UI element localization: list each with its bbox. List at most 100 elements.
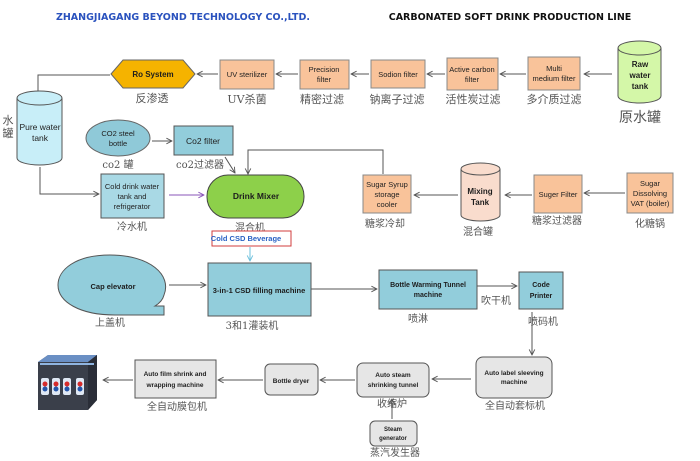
- svg-text:混合罐: 混合罐: [463, 225, 493, 238]
- sugar-syrup-storage-cooler: Sugar Syrup storage cooler 糖浆冷却: [362, 174, 412, 230]
- diagram-title: CARBONATED SOFT DRINK PRODUCTION LINE: [389, 12, 632, 23]
- svg-text:冷水机: 冷水机: [117, 220, 147, 233]
- mixing-tank: Mixing Tank 混合罐: [460, 162, 501, 238]
- svg-text:喷淋: 喷淋: [408, 312, 428, 325]
- svg-text:water: water: [629, 71, 651, 80]
- svg-text:Cap elevator: Cap elevator: [90, 282, 135, 291]
- sugar-filter: Suger Filter 糖浆过滤器: [532, 174, 583, 227]
- svg-text:Sodion filter: Sodion filter: [378, 70, 418, 79]
- svg-text:蒸汽发生器: 蒸汽发生器: [370, 446, 420, 459]
- ro-system: Ro System 反渗透: [110, 59, 196, 105]
- svg-text:3-in-1 CSD filling machine: 3-in-1 CSD filling machine: [213, 286, 306, 295]
- bottle-warming-tunnel: Bottle Warming Tunnel machine 喷淋: [378, 269, 478, 325]
- svg-text:Bottle dryer: Bottle dryer: [273, 378, 310, 385]
- flow-arrow: [38, 74, 110, 98]
- svg-text:Precision: Precision: [309, 65, 340, 74]
- packaged-bottles-image: [38, 355, 97, 410]
- svg-text:UV sterilizer: UV sterilizer: [227, 70, 268, 79]
- svg-text:tank: tank: [32, 133, 49, 143]
- svg-text:Multi: Multi: [546, 64, 562, 73]
- svg-text:machine: machine: [414, 292, 443, 299]
- svg-text:wrapping machine: wrapping machine: [145, 382, 203, 389]
- svg-text:钠离子过滤: 钠离子过滤: [370, 92, 425, 106]
- svg-text:化糖锅: 化糖锅: [635, 217, 665, 230]
- svg-text:Sugar: Sugar: [640, 179, 661, 188]
- flow-arrow: [248, 149, 384, 174]
- svg-text:CO2 steel: CO2 steel: [101, 129, 135, 138]
- svg-text:Co2 filter: Co2 filter: [186, 136, 220, 146]
- svg-text:machine: machine: [501, 379, 528, 386]
- company-name: ZHANGJIAGANG BEYOND TECHNOLOGY CO.,LTD.: [56, 12, 310, 23]
- svg-text:Printer: Printer: [530, 293, 553, 300]
- svg-text:3和1灌装机: 3和1灌装机: [226, 319, 279, 332]
- code-printer: Code Printer 喷码机: [518, 271, 564, 328]
- flow-arrow: [224, 156, 235, 173]
- raw-water-tank: Raw water tank 原水罐: [617, 40, 662, 126]
- svg-text:Drink Mixer: Drink Mixer: [233, 191, 280, 201]
- svg-text:Bottle Warming Tunnel: Bottle Warming Tunnel: [390, 282, 466, 289]
- svg-text:罐: 罐: [3, 127, 14, 140]
- svg-text:Auto steam: Auto steam: [375, 372, 411, 379]
- svg-text:tank: tank: [632, 82, 649, 91]
- flow-arrow: [39, 167, 99, 194]
- steam-generator: Steam generator 蒸汽发生器: [369, 420, 420, 459]
- auto-label-sleeving-machine: Auto label sleeving machine 全自动套标机: [475, 356, 553, 412]
- svg-text:喷码机: 喷码机: [528, 315, 558, 328]
- svg-text:bottle: bottle: [109, 139, 127, 148]
- svg-text:Pure water: Pure water: [19, 122, 60, 132]
- svg-text:Tank: Tank: [471, 198, 490, 207]
- svg-text:cooler: cooler: [377, 200, 398, 209]
- svg-text:原水罐: 原水罐: [619, 110, 661, 126]
- svg-text:storage: storage: [374, 190, 399, 199]
- svg-text:Ro System: Ro System: [132, 70, 173, 79]
- svg-text:refrigerator: refrigerator: [114, 202, 151, 211]
- svg-text:全自动套标机: 全自动套标机: [485, 399, 545, 412]
- svg-text:Active carbon: Active carbon: [449, 65, 494, 74]
- co2-filter: Co2 filter co2过滤器: [173, 125, 234, 171]
- svg-text:活性炭过滤: 活性炭过滤: [446, 92, 501, 106]
- drink-mixer: Drink Mixer 混合机: [206, 174, 305, 234]
- bottle-dryer: Bottle dryer: [264, 363, 319, 396]
- auto-steam-shrinking-tunnel: Auto steam shrinking tunnel 收缩炉: [356, 362, 430, 410]
- blow-dryer-label: 吹干机: [481, 294, 511, 307]
- precision-filter: Precision filter 精密过滤: [299, 59, 350, 106]
- svg-text:Suger Filter: Suger Filter: [539, 190, 578, 199]
- svg-text:Auto label sleeving: Auto label sleeving: [484, 370, 543, 377]
- co2-steel-bottle: CO2 steel bottle co2 罐: [85, 119, 151, 171]
- auto-film-shrink-wrapping-machine: Auto film shrink and wrapping machine 全自…: [134, 359, 217, 413]
- cap-elevator: Cap elevator 上盖机: [57, 254, 167, 329]
- svg-text:co2 罐: co2 罐: [102, 158, 133, 171]
- svg-text:UV杀菌: UV杀菌: [227, 92, 266, 106]
- svg-text:Mixing: Mixing: [467, 187, 492, 196]
- svg-text:糖浆过滤器: 糖浆过滤器: [532, 214, 582, 227]
- svg-text:generator: generator: [379, 436, 407, 442]
- svg-text:co2过滤器: co2过滤器: [176, 158, 224, 171]
- multi-medium-filter: Multi medium filter 多介质过滤: [527, 56, 582, 106]
- cold-csd-beverage-label: Cold CSD Beverage: [211, 230, 292, 247]
- cold-drink-water-tank: Cold drink water tank and refrigerator 冷…: [100, 173, 165, 233]
- svg-text:Cold drink water: Cold drink water: [105, 182, 160, 191]
- svg-text:糖浆冷却: 糖浆冷却: [365, 217, 405, 230]
- svg-text:Cold CSD Beverage: Cold CSD Beverage: [211, 234, 281, 243]
- svg-text:Raw: Raw: [632, 60, 649, 69]
- svg-text:medium filter: medium filter: [533, 74, 576, 83]
- sugar-dissolving-vat: Sugar Dissolving VAT (boiler) 化糖锅: [626, 172, 674, 230]
- active-carbon-filter: Active carbon filter 活性炭过滤: [446, 57, 501, 106]
- svg-text:filter: filter: [317, 75, 332, 84]
- pure-water-tank: Pure water tank 水 罐: [3, 90, 63, 166]
- uv-sterilizer: UV sterilizer UV杀菌: [219, 59, 275, 106]
- svg-text:Dissolving: Dissolving: [633, 189, 667, 198]
- svg-text:多介质过滤: 多介质过滤: [527, 92, 582, 106]
- svg-text:filter: filter: [465, 75, 480, 84]
- svg-text:Auto film shrink and: Auto film shrink and: [144, 371, 207, 378]
- svg-text:Sugar Syrup: Sugar Syrup: [366, 180, 408, 189]
- svg-text:上盖机: 上盖机: [95, 316, 125, 329]
- svg-text:Steam: Steam: [384, 427, 402, 433]
- svg-text:精密过滤: 精密过滤: [300, 92, 344, 106]
- svg-text:Code: Code: [532, 282, 550, 289]
- svg-text:shrinking tunnel: shrinking tunnel: [368, 382, 419, 389]
- svg-text:水: 水: [3, 114, 14, 127]
- sodion-filter: Sodion filter 钠离子过滤: [370, 59, 426, 106]
